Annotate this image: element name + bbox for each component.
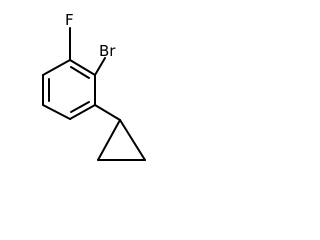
fluorine-label: F (65, 11, 74, 29)
bond-c1-c2 (69, 59, 96, 76)
bond-c4-c5 (42, 104, 71, 120)
diagram-background (0, 0, 152, 168)
bond-c3-c4 (69, 104, 96, 120)
cyclopropane-ring (97, 119, 146, 161)
bond-c-cyclopropyl (94, 104, 121, 121)
benzene-ring (42, 59, 96, 120)
cyclopropyl-bond-1 (119, 119, 146, 161)
bond-c-br (94, 57, 106, 76)
cyclopropyl-bond-3 (97, 119, 121, 161)
double-bond-c1-c2 (70, 66, 90, 79)
bromine-label: Br (99, 42, 116, 60)
double-bond-c3-c4 (70, 101, 90, 113)
bond-c6-c1 (42, 59, 71, 76)
structure-diagram: F Br (0, 0, 152, 168)
